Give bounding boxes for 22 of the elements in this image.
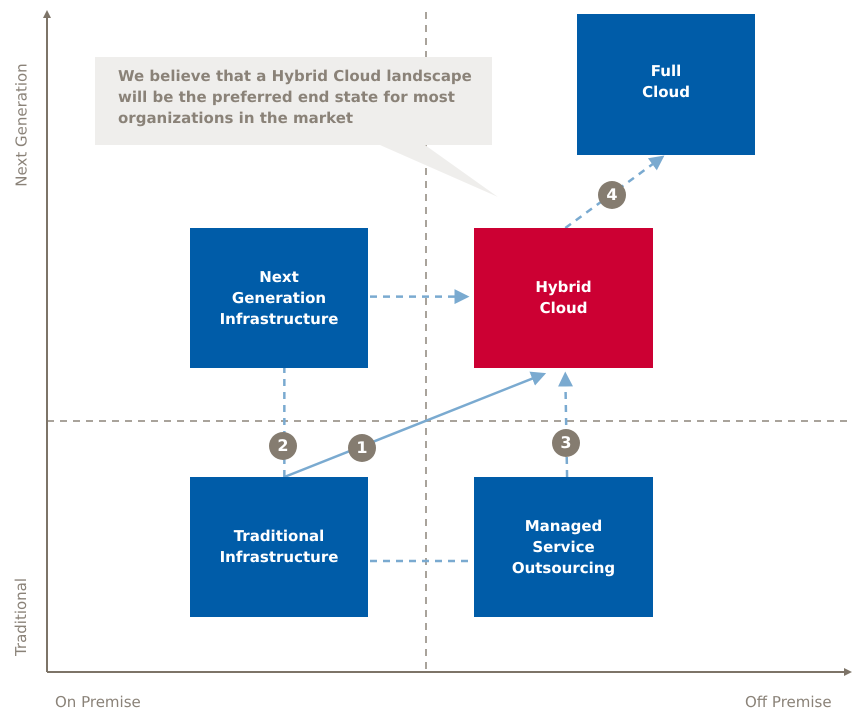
axis-label: Traditional bbox=[12, 578, 30, 656]
box-label: Full Cloud bbox=[641, 61, 691, 103]
box-label: Hybrid Cloud bbox=[534, 277, 593, 319]
axis-label: Next Generation bbox=[12, 63, 30, 187]
process-box bbox=[474, 477, 653, 617]
box-label: Managed Service Outsourcing bbox=[510, 516, 616, 578]
axis-label: Off Premise bbox=[745, 693, 832, 710]
arrow bbox=[284, 372, 546, 478]
callout-text: We believe that a Hybrid Cloud landscape will be the preferred end state for most organizations in the market bbox=[117, 66, 473, 129]
process-box bbox=[577, 14, 755, 155]
step-badge: 4 bbox=[598, 181, 626, 209]
step-badge: 2 bbox=[269, 432, 297, 460]
box-label: Traditional Infrastructure bbox=[218, 526, 340, 568]
process-box bbox=[190, 477, 368, 617]
arrow bbox=[370, 289, 470, 304]
process-box bbox=[190, 228, 368, 368]
process-box bbox=[474, 228, 653, 368]
step-badge: 1 bbox=[348, 434, 376, 462]
box-label: Next Generation Infrastructure bbox=[218, 266, 340, 330]
axis-label: On Premise bbox=[55, 693, 141, 710]
speech-bubble bbox=[95, 57, 500, 197]
step-badge: 3 bbox=[552, 429, 580, 457]
